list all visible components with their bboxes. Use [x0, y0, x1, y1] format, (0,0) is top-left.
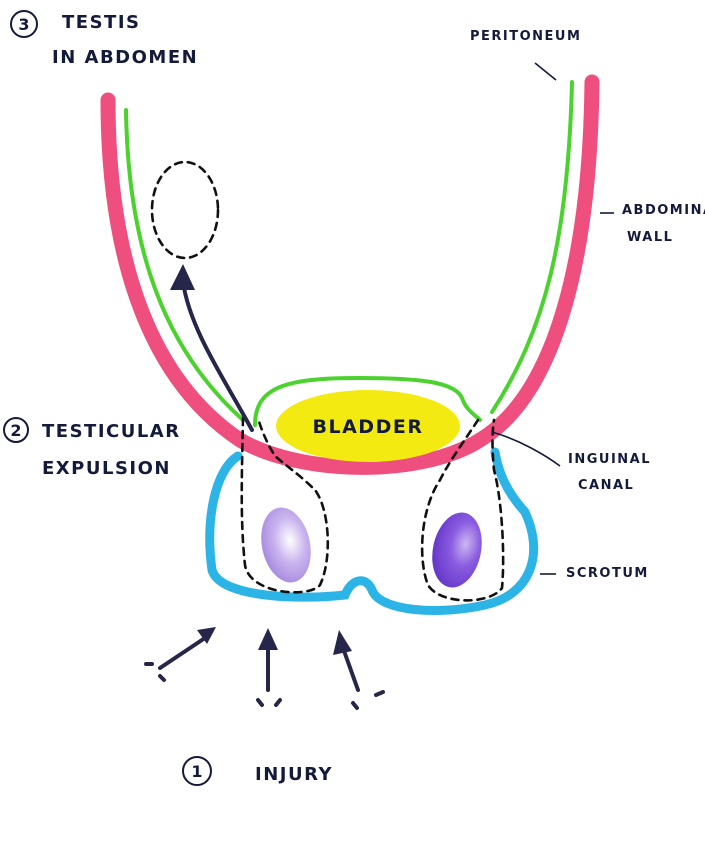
bladder-peritoneum — [253, 375, 482, 427]
peritoneum-pointer — [534, 62, 557, 81]
right-testis — [432, 512, 482, 588]
inguinal-canal-label-line1: INGUINAL — [568, 452, 651, 467]
injury-arrow-1 — [144, 627, 216, 682]
step2-number: 2 — [10, 421, 21, 440]
testis-in-abdomen-outline — [150, 160, 220, 260]
abdominal-wall-label-line2: WALL — [627, 230, 673, 245]
ascent-arrow — [181, 280, 254, 432]
peritoneum-left — [124, 108, 245, 422]
inguinal-canal-pointer — [491, 431, 561, 467]
peritoneum-right — [490, 80, 574, 414]
ascent-arrow-head — [170, 264, 195, 290]
injury-arrow-3 — [333, 630, 385, 710]
step2-circle — [3, 417, 29, 443]
abdominal-wall — [100, 74, 600, 475]
step2-label-line1: TESTICULAR — [42, 421, 181, 442]
step3-circle — [10, 10, 38, 38]
bladder-label: BLADDER — [313, 416, 424, 438]
step1-number: 1 — [191, 762, 202, 781]
left-testis — [261, 507, 311, 583]
injury-arrow-2 — [256, 628, 282, 707]
right-descent-pathway-dashed — [420, 418, 505, 602]
step3-label-line1: TESTIS — [62, 12, 140, 33]
peritoneum-label: PERITONEUM — [470, 29, 581, 44]
abdominal-wall-label-line1: ABDOMINAL — [622, 203, 705, 218]
inguinal-canal-label-line2: CANAL — [578, 478, 634, 493]
step3-number: 3 — [18, 15, 29, 34]
step3-label-line2: IN ABDOMEN — [52, 47, 198, 68]
bladder — [276, 390, 460, 462]
left-descent-pathway-dashed — [240, 416, 330, 594]
scrotum-label: SCROTUM — [566, 566, 649, 581]
step2-label-line2: EXPULSION — [42, 458, 171, 479]
step1-circle — [182, 756, 212, 786]
scrotum — [205, 447, 539, 615]
step1-label: INJURY — [255, 764, 333, 785]
